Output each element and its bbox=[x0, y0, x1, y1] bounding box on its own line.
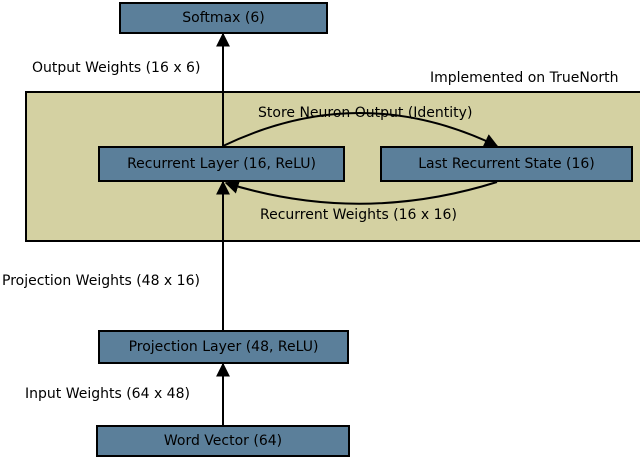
last-recurrent-state-node-label: Last Recurrent State (16) bbox=[418, 156, 595, 172]
softmax-node-label: Softmax (6) bbox=[182, 10, 265, 26]
truenorth-region-label: Implemented on TrueNorth bbox=[430, 70, 619, 86]
projection-layer-node: Projection Layer (48, ReLU) bbox=[98, 330, 349, 364]
word-vector-node: Word Vector (64) bbox=[96, 425, 350, 457]
word-vector-node-label: Word Vector (64) bbox=[163, 433, 283, 449]
arrow-recurrent-weights bbox=[224, 180, 498, 205]
recurrent-layer-node: Recurrent Layer (16, ReLU) bbox=[98, 146, 345, 182]
projection-weights-label: Projection Weights (48 x 16) bbox=[2, 273, 200, 289]
recurrent-weights-label: Recurrent Weights (16 x 16) bbox=[260, 207, 457, 223]
recurrent-layer-node-label: Recurrent Layer (16, ReLU) bbox=[127, 156, 316, 172]
projection-layer-node-label: Projection Layer (48, ReLU) bbox=[128, 339, 319, 355]
arrow-store-neuron-output bbox=[222, 112, 499, 147]
last-recurrent-state-node: Last Recurrent State (16) bbox=[380, 146, 633, 182]
output-weights-label: Output Weights (16 x 6) bbox=[32, 60, 201, 76]
store-neuron-output-label: Store Neuron Output (Identity) bbox=[258, 105, 473, 121]
input-weights-label: Input Weights (64 x 48) bbox=[25, 386, 190, 402]
softmax-node: Softmax (6) bbox=[119, 2, 328, 34]
